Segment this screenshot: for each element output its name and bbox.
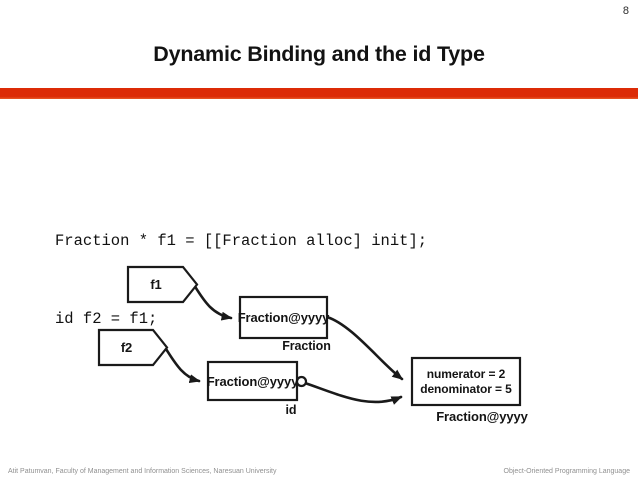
page-number: 8 bbox=[622, 5, 629, 17]
accent-bar bbox=[0, 88, 638, 99]
arrow-f2-to-object2 bbox=[164, 347, 201, 384]
slide-title: Dynamic Binding and the id Type bbox=[153, 42, 485, 66]
footer: Atit Patumvan, Faculty of Management and… bbox=[8, 468, 630, 475]
object1-box bbox=[238, 295, 329, 340]
object1-text: Fraction@yyyy bbox=[237, 310, 330, 325]
numerator-line: numerator = 2 bbox=[426, 366, 506, 381]
arrow-f1-to-object1 bbox=[192, 283, 233, 321]
code-line: Fraction * f1 = [[Fraction alloc] init]; bbox=[55, 232, 428, 250]
connector-circle bbox=[295, 375, 308, 388]
object2-caption: id bbox=[285, 402, 297, 417]
denominator-line: denominator = 5 bbox=[420, 381, 512, 396]
fraction-object-box bbox=[410, 356, 522, 407]
pointer-tag-f2-label: f2 bbox=[120, 340, 133, 355]
object2-box bbox=[206, 360, 299, 402]
fraction-object-text: numerator = 2 denominator = 5 bbox=[412, 358, 520, 405]
code-block: Fraction * f1 = [[Fraction alloc] init];… bbox=[55, 176, 427, 384]
arrow-object2-to-fraction bbox=[303, 381, 403, 405]
code-line: id f2 = f1; bbox=[55, 310, 158, 328]
object1-caption: Fraction bbox=[282, 338, 331, 353]
object2-text: Fraction@yyyy bbox=[206, 373, 299, 389]
footer-course: Object-Oriented Programming Language bbox=[503, 468, 630, 475]
pointer-tag-f1-shape bbox=[126, 265, 199, 304]
pointer-tag-f2-shape bbox=[97, 328, 169, 367]
arrow-object1-to-fraction bbox=[325, 315, 404, 381]
pointer-tag-f1-label: f1 bbox=[150, 277, 162, 292]
fraction-object-caption: Fraction@yyyy bbox=[436, 408, 528, 424]
footer-author: Atit Patumvan, Faculty of Management and… bbox=[8, 468, 277, 475]
